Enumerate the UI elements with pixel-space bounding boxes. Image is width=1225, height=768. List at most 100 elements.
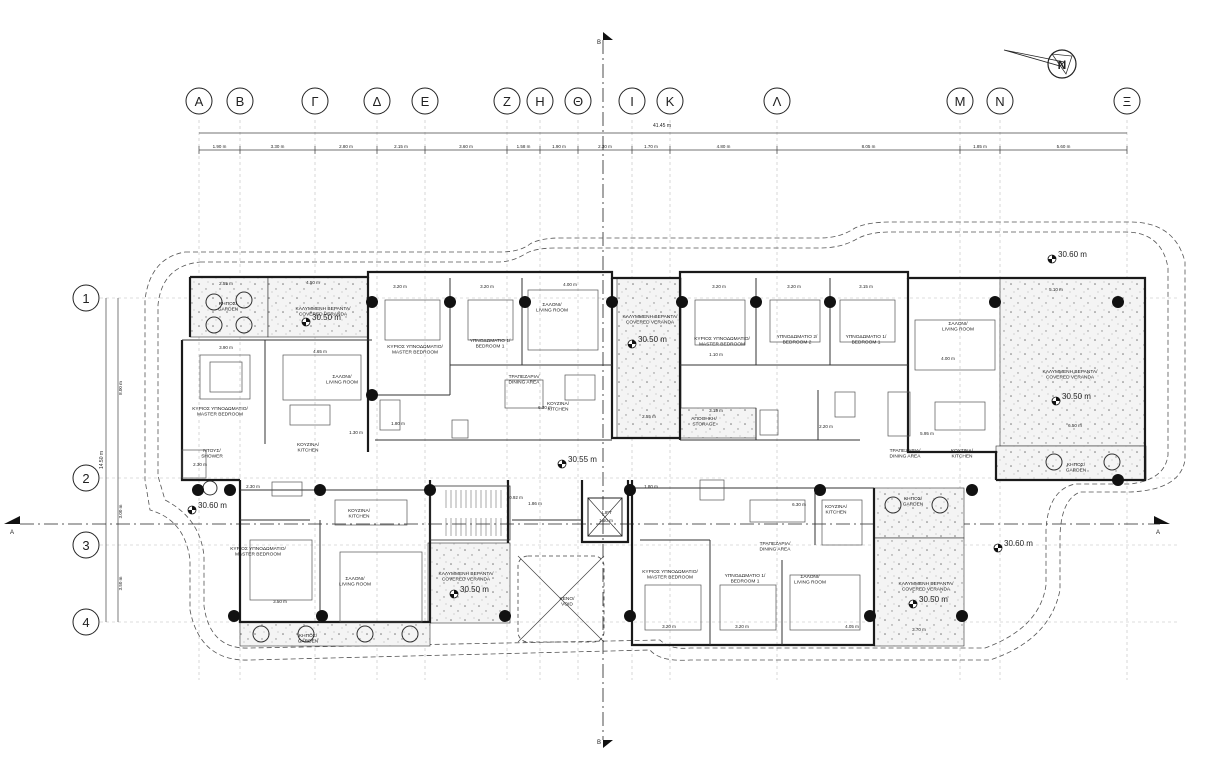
room-dimension: 4.65 m <box>313 349 327 354</box>
column-dimension: 2.80 m <box>339 144 353 149</box>
room-label: ΚΥΡΙΟΣ ΥΠΝΟΔΩΜΑΤΙΟ/MASTER BEDROOM <box>642 569 698 581</box>
column-dimension: 1.85 m <box>973 144 987 149</box>
structural-column <box>624 610 636 622</box>
room-dimension: 5.95 m <box>920 431 934 436</box>
axis-label: Θ <box>573 94 583 109</box>
trees <box>202 291 1121 643</box>
level-marker: 30.50 m <box>1051 392 1091 406</box>
level-value: 30.60 m <box>1058 250 1087 259</box>
structural-columns <box>192 296 1124 622</box>
room-dimension: 4.50 m <box>306 280 320 285</box>
room-label: ΚΟΥΖΙΝΑ/KITCHEN <box>951 448 974 460</box>
column-dimension: 3.30 m <box>271 144 285 149</box>
axis-label: Δ <box>373 94 382 109</box>
room-dimension: 1.80 m <box>391 421 405 426</box>
room-dimension: 3.20 m <box>393 284 407 289</box>
room-labels: ΚΗΠΟΣ/GARDEN ΚΑΛΥΜΜΕΝΗ ΒΕΡΑΝΤΑ/COVERED VE… <box>192 301 1098 645</box>
room-label: ΚΟΥΖΙΝΑ/KITCHEN <box>348 508 371 520</box>
room-label: ΚΗΠΟΣ/GARDEN <box>903 496 924 508</box>
room-dimension: 5.10 m <box>1049 287 1063 292</box>
room-label: ΤΡΑΠΕΖΑΡΙΑ/DINING AREA <box>760 541 792 553</box>
axis-label: Ι <box>630 94 634 109</box>
room-label: ΚΥΡΙΟΣ ΥΠΝΟΔΩΜΑΤΙΟ/MASTER BEDROOM <box>192 406 248 418</box>
row-total-dimension: 14.50 m <box>99 451 105 469</box>
room-dimension: 3.20 m <box>712 284 726 289</box>
axis-bubble <box>564 87 592 115</box>
axis-label: Ξ <box>1123 94 1131 109</box>
room-label: ΣΑΛΟΝΙ/LIVING ROOM <box>339 576 371 588</box>
structural-column <box>966 484 978 496</box>
terraces <box>189 276 1147 647</box>
site-boundary <box>144 221 1186 661</box>
room-label: ΥΠΝΟΔΩΜΑΤΙΟ 1/BEDROOM 1 <box>470 338 511 350</box>
room-label: ΚΑΛΥΜΜΕΝΗ ΒΕΡΑΝΤΑ/COVERED VERANDA <box>1043 369 1099 381</box>
section-lines: Β Β Α Α <box>4 32 1170 748</box>
room-label: ΥΠΝΟΔΩΜΑΤΙΟ 2/BEDROOM 2 <box>777 334 818 346</box>
room-label: ΚΟΥΖΙΝΑ/KITCHEN <box>825 504 848 516</box>
axis-label: Α <box>195 94 204 109</box>
partitions <box>182 278 908 645</box>
room-dimension: 1.60 m <box>599 518 613 523</box>
row-dimension: 3.50 m <box>118 576 123 590</box>
stair-core <box>429 485 623 643</box>
room-label: ΝΤΟΥΣ/SHOWER <box>201 448 223 460</box>
level-marker: 30.60 m <box>187 501 227 515</box>
structural-column <box>676 296 688 308</box>
axis-bubble <box>763 87 791 115</box>
room-dimension: 6.30 m <box>538 405 552 410</box>
room-dimension: 2.55 m <box>642 414 656 419</box>
row-dimension: 8.00 m <box>118 381 123 395</box>
structural-column <box>606 296 618 308</box>
room-label: ΥΠΝΟΔΩΜΑΤΙΟ 1/BEDROOM 1 <box>725 573 766 585</box>
structural-column <box>424 484 436 496</box>
structural-column <box>864 610 876 622</box>
room-label: ΚΑΛΥΜΜΕΝΗ ΒΕΡΑΝΤΑ/COVERED VERANDA <box>296 306 352 318</box>
axis-bubble <box>226 87 254 115</box>
structural-column <box>1112 474 1124 486</box>
section-a-right: Α <box>1156 530 1160 536</box>
axis-bubble <box>72 531 100 559</box>
room-dimension: 3.20 m <box>662 624 676 629</box>
structural-column <box>366 296 378 308</box>
axis-bubble <box>185 87 213 115</box>
structural-column <box>499 610 511 622</box>
room-dimension: 1.86 m <box>528 501 542 506</box>
furniture <box>181 289 996 631</box>
section-a-left: Α <box>10 530 14 536</box>
room-label: ΚΟΥΖΙΝΑ/KITCHEN <box>547 401 570 413</box>
room-dimension: 1.80 m <box>644 484 658 489</box>
axis-bubble <box>72 284 100 312</box>
column-dimension: 3.60 m <box>459 144 473 149</box>
structural-column <box>314 484 326 496</box>
axis-label: Ζ <box>503 94 511 109</box>
room-label: ΤΡΑΠΕΖΑΡΙΑ/DINING AREA <box>890 448 922 460</box>
level-value: 30.50 m <box>460 585 489 594</box>
axis-label: 3 <box>82 538 89 553</box>
room-dimension: 1.30 m <box>349 430 363 435</box>
level-marker: 30.50 m <box>627 335 667 349</box>
column-dimension: 1.58 m <box>517 144 531 149</box>
room-label: ΣΑΛΟΝΙ/LIVING ROOM <box>794 574 826 586</box>
column-dimension: 5.60 m <box>1057 144 1071 149</box>
room-label: ΚΕΝΟ/VOID <box>560 596 576 608</box>
column-dimension: 8.05 m <box>862 144 876 149</box>
north-label: N <box>1058 58 1067 72</box>
axis-bubble <box>986 87 1014 115</box>
axis-bubble <box>363 87 391 115</box>
axis-bubble <box>493 87 521 115</box>
room-label: ΚΑΛΥΜΜΕΝΗ ΒΕΡΑΝΤΑ/COVERED VERANDA <box>623 314 679 326</box>
level-marker: 30.60 m <box>1047 250 1087 264</box>
axis-bubble <box>72 608 100 636</box>
axis-label: 1 <box>82 291 89 306</box>
axis-bubble <box>411 87 439 115</box>
room-label: ΤΡΑΠΕΖΑΡΙΑ/DINING AREA <box>509 374 541 386</box>
room-label: ΚΗΠΟΣ/GARDEN <box>298 633 319 645</box>
room-label: LIFT <box>602 510 612 516</box>
room-label: ΥΠΝΟΔΩΜΑΤΙΟ 1/BEDROOM 1 <box>846 334 887 346</box>
column-dimension: 2.15 m <box>394 144 408 149</box>
axis-label: Β <box>236 94 245 109</box>
axis-label: Γ <box>311 94 318 109</box>
room-dimension: 6.30 m <box>792 502 806 507</box>
room-dimension: 0.92 m <box>509 495 523 500</box>
